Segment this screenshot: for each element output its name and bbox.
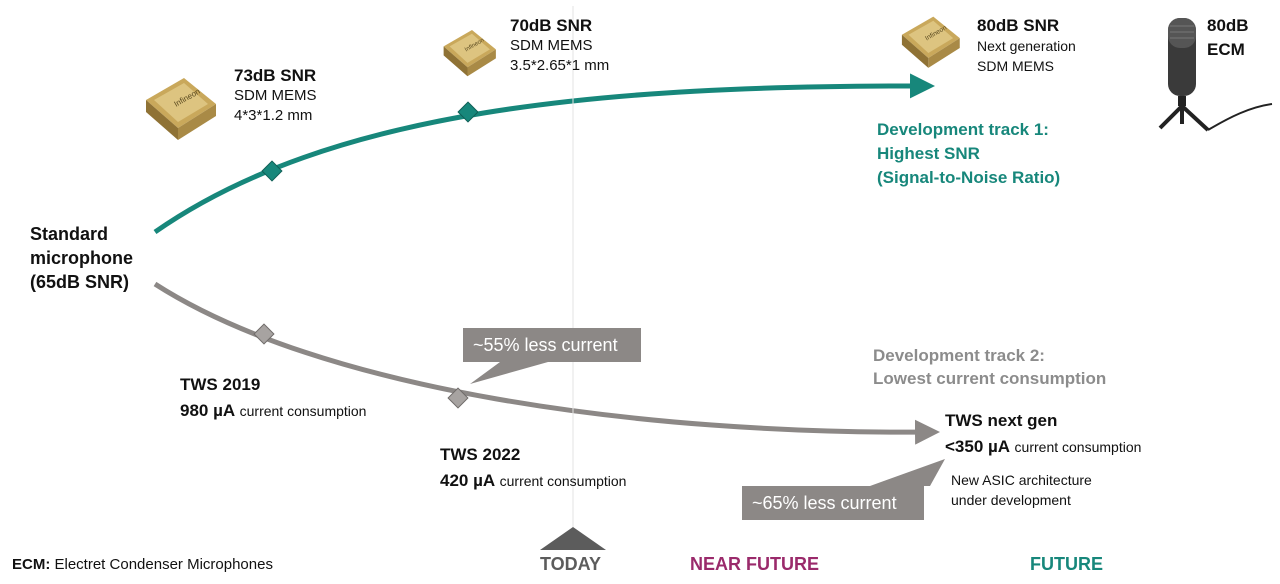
track2-title-line1: Development track 2: [873, 346, 1045, 365]
track1-title-line1: Development track 1: [877, 120, 1049, 139]
footnote-text: Electret Condenser Microphones [54, 556, 273, 573]
track1-title-line3: (Signal-to-Noise Ratio) [877, 168, 1061, 187]
milestone-desc: current consumption [499, 473, 627, 489]
start-line2: microphone [30, 248, 134, 268]
infineon-mems-chip-icon: Infineon [146, 78, 216, 140]
start-line1: Standard [30, 224, 109, 244]
callout-55-less-current: ~55% less current [463, 328, 641, 362]
milestone-snr: 70dB SNR [510, 16, 593, 35]
milestone-desc: current consumption [239, 403, 367, 419]
milestone-diamond [447, 387, 469, 409]
milestone-diamond [457, 101, 479, 123]
footnote-abbr: ECM: [12, 556, 51, 573]
timeline-today: TODAY [540, 554, 602, 574]
callout-65-less-current: ~65% less current [742, 486, 924, 520]
ecm-line1: 80dB [1207, 16, 1249, 35]
track2-milestone-3: TWS next gen <350 µA current consumption [945, 408, 1141, 461]
milestone-size: SDM MEMS [977, 58, 1054, 74]
track1-milestone-3: 80dB SNR Next generation SDM MEMS [977, 16, 1076, 76]
track2-milestone-1: TWS 2019 980 µA current consumption [180, 372, 366, 425]
milestone-size: 3.5*2.65*1 mm [510, 57, 610, 74]
callout-text: ~55% less current [473, 334, 618, 355]
track2-arrow [153, 281, 940, 445]
milestone-snr: 73dB SNR [234, 66, 317, 85]
studio-microphone-icon [1158, 18, 1273, 132]
track2-title: Development track 2: Lowest current cons… [873, 344, 1106, 390]
milestone-value: 980 µA [180, 401, 236, 420]
track1-title-line2: Highest SNR [877, 144, 980, 163]
start-label: Standard microphone (65dB SNR) [30, 222, 133, 294]
infineon-mems-chip-icon: Infineon [901, 16, 960, 68]
milestone-desc: current consumption [1014, 439, 1142, 455]
milestone-type: SDM MEMS [510, 37, 593, 54]
milestone-size: 4*3*1.2 mm [234, 107, 313, 124]
callout-pointer [470, 362, 548, 384]
ecm-line2: ECM [1207, 40, 1245, 59]
milestone-snr: 80dB SNR [977, 16, 1060, 35]
note-line2: under development [951, 492, 1071, 508]
today-marker-triangle [540, 527, 606, 550]
track1-arrow [153, 73, 935, 235]
infineon-mems-chip-icon: Infineon [443, 29, 496, 77]
timeline-future: FUTURE [1030, 554, 1103, 574]
milestone-name: TWS next gen [945, 411, 1058, 430]
callout-pointer [870, 459, 945, 486]
milestone-name: TWS 2022 [440, 445, 521, 464]
note-line1: New ASIC architecture [951, 472, 1092, 488]
timeline-near-future: NEAR FUTURE [690, 554, 819, 574]
milestone-value: <350 µA [945, 437, 1011, 456]
track2-milestone-2: TWS 2022 420 µA current consumption [440, 442, 626, 495]
start-line3: (65dB SNR) [30, 272, 130, 292]
footnote: ECM: Electret Condenser Microphones [12, 556, 273, 573]
track1-milestone-1: 73dB SNR SDM MEMS 4*3*1.2 mm [234, 66, 317, 126]
track2-title-line2: Lowest current consumption [873, 369, 1107, 388]
milestone-diamond [253, 323, 275, 345]
milestone-type: SDM MEMS [234, 87, 317, 104]
track1-title: Development track 1: Highest SNR (Signal… [877, 118, 1060, 190]
callout-text: ~65% less current [752, 492, 897, 513]
track2-next-gen-note: New ASIC architecture under development [951, 470, 1092, 510]
milestone-diamond [261, 160, 283, 182]
milestone-value: 420 µA [440, 471, 496, 490]
track1-milestone-2: 70dB SNR SDM MEMS 3.5*2.65*1 mm [510, 16, 609, 76]
milestone-name: TWS 2019 [180, 375, 261, 394]
milestone-type: Next generation [977, 38, 1076, 54]
ecm-label: 80dB ECM [1207, 14, 1249, 62]
